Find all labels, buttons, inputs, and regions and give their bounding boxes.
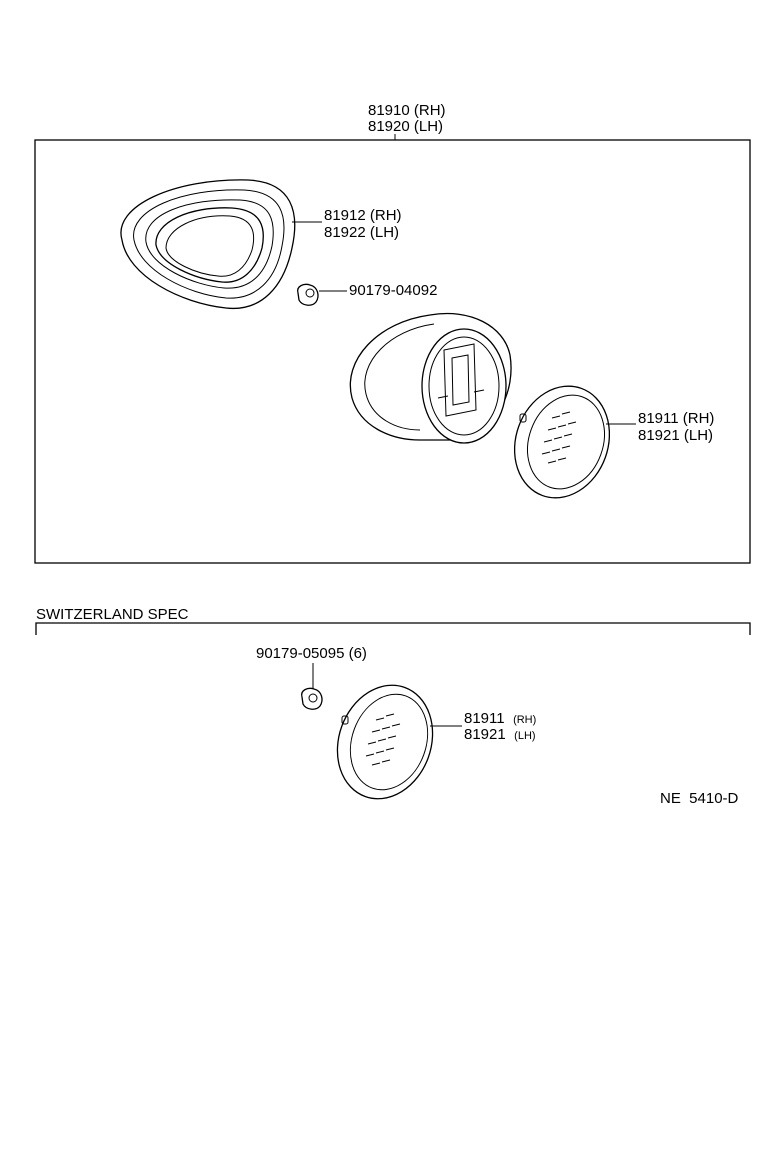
assembly-frame: [34, 139, 751, 564]
switzerland-screw-part: [301, 687, 323, 710]
assembly-label-rh: 81910 (RH): [368, 102, 446, 119]
figure-code: NE 5410-D: [660, 790, 739, 807]
lens-part: [513, 385, 611, 499]
bezel-part: [120, 179, 296, 310]
assembly-label-lh: 81920 (LH): [368, 118, 443, 135]
switzerland-lens-part: [336, 684, 434, 800]
bezel-label-lh: 81922 (LH): [324, 224, 399, 241]
switzerland-screw-label: 90179-05095 (6): [256, 645, 367, 662]
housing-part: [349, 312, 512, 444]
switzerland-lens-label-lh: 81921 (LH): [464, 726, 536, 743]
switzerland-bracket: [35, 622, 751, 635]
lens-label-rh: 81911 (RH): [638, 410, 714, 427]
screw-label: 90179-04092: [349, 282, 437, 299]
switzerland-lens-label-rh: 81911 (RH): [464, 710, 536, 727]
switzerland-heading: SWITZERLAND SPEC: [36, 606, 189, 623]
lens-label-lh: 81921 (LH): [638, 427, 713, 444]
bezel-label-rh: 81912 (RH): [324, 207, 402, 224]
screw-part: [297, 283, 319, 306]
